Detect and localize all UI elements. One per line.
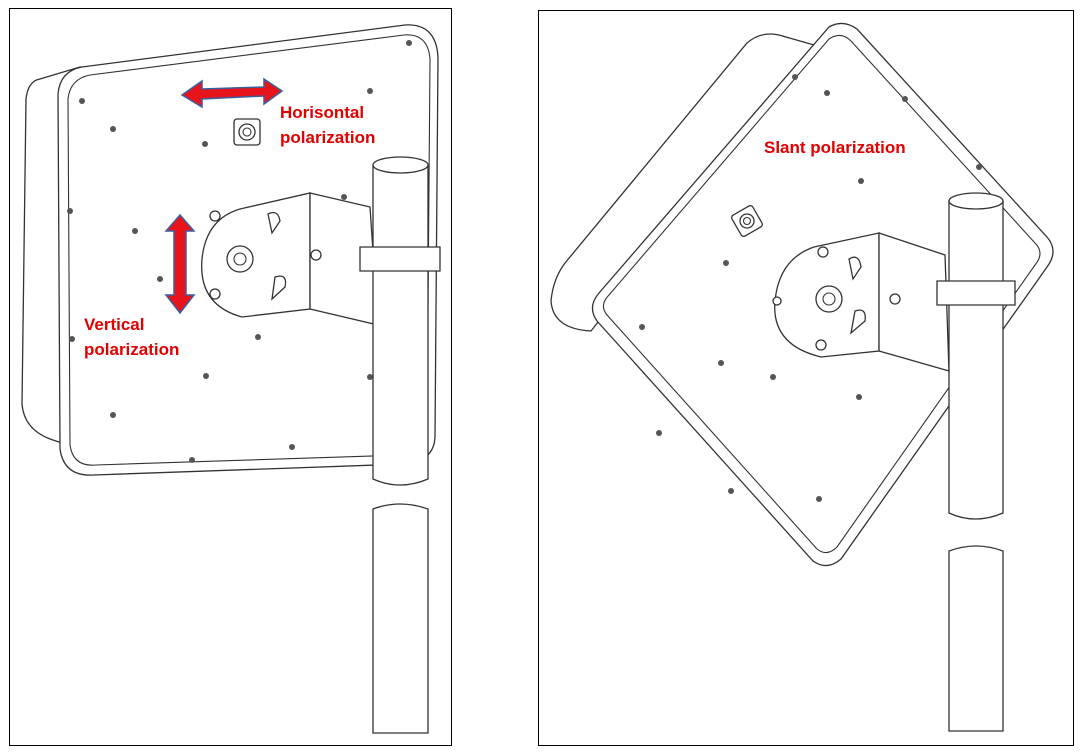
mounting-bracket <box>201 192 379 326</box>
mast-pole <box>936 192 1016 732</box>
mounting-screws <box>639 74 1002 502</box>
horizontal-polarization-label: Horisontal polarization <box>280 103 376 147</box>
mounting-screws <box>67 40 412 463</box>
slant-connector <box>731 205 763 237</box>
panel-antenna-drawing <box>21 24 441 734</box>
right-panel-slant: Slant polarization <box>538 10 1074 746</box>
vertical-polarization-arrow <box>164 213 196 315</box>
horizontal-connector <box>233 118 261 146</box>
antenna-housing-side <box>550 33 816 332</box>
mounting-bracket <box>772 232 950 372</box>
slant-polarization-label: Slant polarization <box>764 138 906 157</box>
horizontal-polarization-arrow <box>180 77 284 109</box>
panel-antenna-drawing <box>550 22 1054 732</box>
mast-pole <box>359 156 441 734</box>
left-panel-horizontal-vertical: Horisontal polarization Vertical polariz… <box>9 8 452 746</box>
vertical-polarization-label: Vertical polarization <box>84 315 180 359</box>
